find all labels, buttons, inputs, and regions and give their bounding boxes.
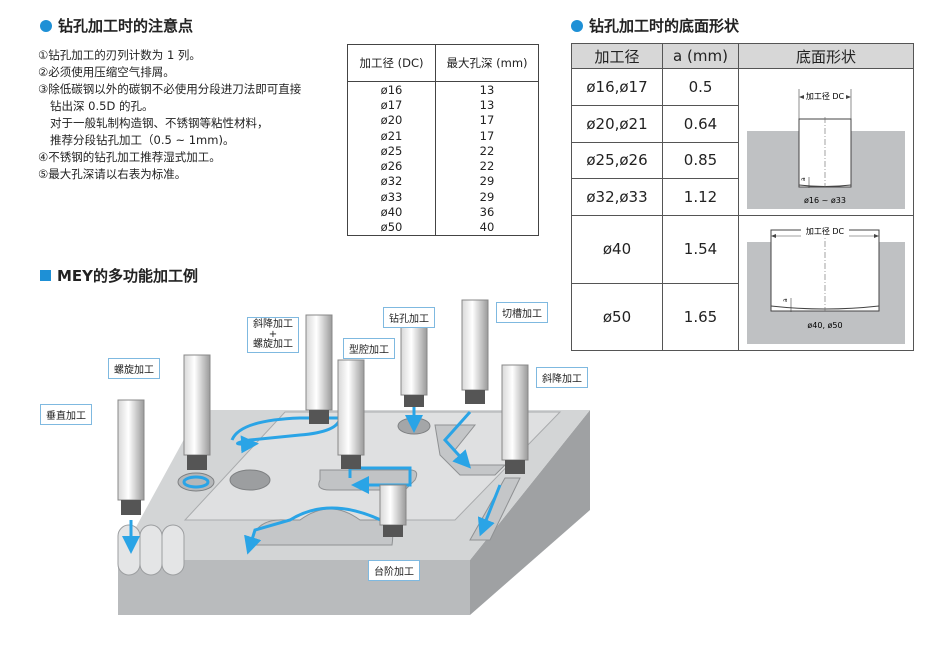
depth-cell-max: 17 — [435, 127, 539, 144]
diagram2-range-label: ø40, ø50 — [807, 321, 842, 330]
depth-cell-max: 29 — [435, 173, 539, 190]
depth-cell-max: 22 — [435, 143, 539, 159]
end-mill-tools — [117, 299, 529, 537]
right-section-title: 钻孔加工时的底面形状 — [571, 15, 739, 36]
callout-vertical: 垂直加工 — [40, 404, 92, 425]
depth-cell-max: 36 — [435, 204, 539, 220]
shape-row-a: 0.5 — [662, 68, 739, 106]
note-3b: 钻出深 0.5D 的孔。 — [50, 99, 154, 113]
shape-header-a: a (mm) — [662, 43, 739, 69]
block-side-face — [470, 410, 590, 615]
shape-header-dc: 加工径 — [571, 43, 663, 69]
note-4: ④不锈钢的钻孔加工推荐湿式加工。 — [38, 150, 221, 164]
shape-row-a: 0.64 — [662, 104, 739, 143]
note-3c: 对于一般轧制构造钢、不锈钢等粘性材料， — [50, 116, 269, 130]
bullet-dot-icon — [40, 19, 52, 32]
depth-header-dc: 加工径 (DC) — [347, 44, 436, 82]
shape-row-a: 1.12 — [662, 178, 739, 216]
shape-row-dc: ø16,ø17 — [571, 68, 663, 106]
callout-pocket: 型腔加工 — [343, 338, 395, 359]
depth-cell-dc: ø32 — [347, 173, 436, 190]
shape-row-dc: ø40 — [571, 215, 663, 284]
depth-cell-max: 22 — [435, 158, 539, 174]
shape-row-dc: ø25,ø26 — [571, 141, 663, 180]
left-section-title: 钻孔加工时的注意点 — [40, 15, 193, 36]
depth-cell-dc: ø25 — [347, 143, 436, 159]
shape-row-a: 1.65 — [662, 282, 739, 351]
callout-helical: 螺旋加工 — [108, 358, 160, 379]
depth-header-max: 最大孔深 (mm) — [435, 44, 539, 82]
bullet-square-icon — [40, 270, 51, 281]
callout-ramping: 斜降加工 — [536, 367, 588, 388]
depth-cell-dc: ø33 — [347, 189, 436, 205]
diagram1-a-label: a — [800, 177, 807, 181]
note-3d: 推荐分段钻孔加工（0.5 ~ 1mm)。 — [50, 133, 235, 147]
bullet-dot-icon — [571, 19, 583, 32]
mey-title-text: MEY的多功能加工例 — [57, 267, 199, 285]
note-3: ③除低碳钢以外的碳钢不必使用分段进刀法即可直接 — [38, 82, 302, 96]
callout-ramp-helical-plus: + — [268, 329, 278, 340]
callout-drilling: 钻孔加工 — [383, 307, 435, 328]
depth-cell-dc: ø16 — [347, 81, 436, 98]
shape-row-dc: ø20,ø21 — [571, 104, 663, 143]
depth-cell-max: 17 — [435, 112, 539, 128]
callout-ramp-helical: 斜降加工 + 螺旋加工 — [247, 317, 299, 353]
callout-slotting: 切槽加工 — [496, 302, 548, 323]
shape-row-a: 1.54 — [662, 215, 739, 284]
callout-ramp-helical-line1: 斜降加工 — [253, 319, 293, 330]
notes-list: ①钻孔加工的刃列计数为 1 列。 ②必须使用压缩空气排屑。 ③除低碳钢以外的碳钢… — [38, 47, 338, 183]
shape-header-shape: 底面形状 — [738, 43, 914, 69]
note-1: ①钻孔加工的刃列计数为 1 列。 — [38, 48, 201, 62]
note-2: ②必须使用压缩空气排屑。 — [38, 65, 175, 79]
diagram2-a-label: a — [782, 298, 789, 302]
shape-row-dc: ø50 — [571, 282, 663, 351]
diagram1-top-label: 加工径 DC — [806, 91, 845, 101]
depth-cell-max: 13 — [435, 97, 539, 113]
callout-ramp-helical-line2: 螺旋加工 — [253, 339, 293, 350]
depth-cell-dc: ø17 — [347, 97, 436, 113]
bottom-diagram-1: 加工径 DC a ø16 ~ ø33 — [738, 68, 914, 216]
diagram2-top-label: 加工径 DC — [806, 226, 845, 236]
bottom-shape-table: 加工径 a (mm) 底面形状 ø16,ø17 0.5 加工径 DC a ø16… — [571, 43, 914, 351]
depth-cell-max: 40 — [435, 219, 539, 236]
depth-cell-max: 29 — [435, 189, 539, 205]
shape-row-dc: ø32,ø33 — [571, 178, 663, 216]
depth-cell-dc: ø26 — [347, 158, 436, 174]
diagram1-range-label: ø16 ~ ø33 — [804, 196, 846, 205]
depth-cell-dc: ø21 — [347, 127, 436, 144]
depth-cell-dc: ø20 — [347, 112, 436, 128]
depth-cell-dc: ø40 — [347, 204, 436, 220]
depth-cell-dc: ø50 — [347, 219, 436, 236]
right-title-text: 钻孔加工时的底面形状 — [589, 17, 740, 35]
note-5: ⑤最大孔深请以右表为标准。 — [38, 167, 187, 181]
depth-cell-max: 13 — [435, 81, 539, 98]
machining-illustration — [117, 299, 590, 615]
mey-section-title: MEY的多功能加工例 — [40, 265, 198, 286]
callout-step: 台阶加工 — [368, 560, 420, 581]
left-title-text: 钻孔加工时的注意点 — [58, 17, 194, 35]
shape-row-a: 0.85 — [662, 141, 739, 180]
bottom-diagram-2: 加工径 DC a ø40, ø50 — [738, 215, 914, 351]
